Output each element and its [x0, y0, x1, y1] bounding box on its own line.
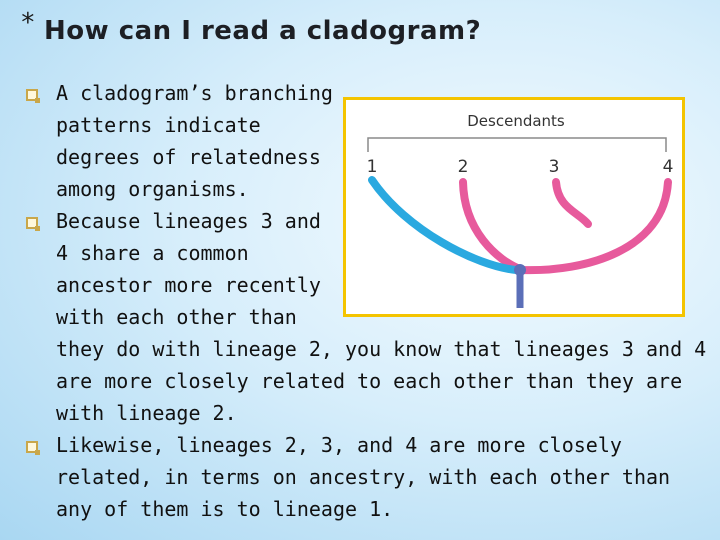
bullet-icon: [26, 441, 40, 455]
bullet-1-line-3: degrees of relatedness: [56, 145, 321, 169]
descendants-heading: Descendants: [467, 112, 565, 130]
title-star: *: [20, 8, 36, 38]
bullet-1-line-2: patterns indicate: [56, 113, 261, 137]
cladogram-figure: Descendants 1 2 3 4: [343, 97, 685, 317]
bullet-icon: [26, 217, 40, 231]
bullet-1-line-1: A cladogram’s branching: [56, 81, 333, 105]
lineage-label-1: 1: [367, 157, 378, 177]
bullet-3-line-1: Likewise, lineages 2, 3, and 4 are more …: [56, 433, 622, 457]
page-title: How can I read a cladogram?: [44, 16, 482, 46]
lineage-label-4: 4: [663, 157, 674, 177]
descendants-bracket: [367, 137, 667, 152]
lineage-4-branch: [518, 178, 672, 275]
lineage-3-branch: [552, 178, 592, 228]
bullet-2-line-1: Because lineages 3 and: [56, 209, 321, 233]
bullet-3-line-2: related, in terms on ancestry, with each…: [56, 465, 671, 489]
bullet-2-line-5: they do with lineage 2, you know that li…: [56, 337, 707, 361]
bullet-icon: [26, 89, 40, 103]
bullet-3-line-3: any of them is to lineage 1.: [56, 497, 394, 521]
bullet-2-line-3: ancestor more recently: [56, 273, 321, 297]
cladogram-diagram: Descendants 1 2 3 4: [367, 112, 674, 308]
bullet-1-line-4: among organisms.: [56, 177, 249, 201]
lineage-label-3: 3: [549, 157, 560, 177]
lineage-1-branch: [368, 176, 520, 274]
lineage-label-2: 2: [458, 157, 469, 177]
bullet-2-line-4: with each other than: [56, 305, 297, 329]
bullet-2-line-7: with lineage 2.: [56, 401, 237, 425]
bullet-2-line-2: 4 share a common: [56, 241, 249, 265]
bullet-2-line-6: are more closely related to each other t…: [56, 369, 683, 393]
